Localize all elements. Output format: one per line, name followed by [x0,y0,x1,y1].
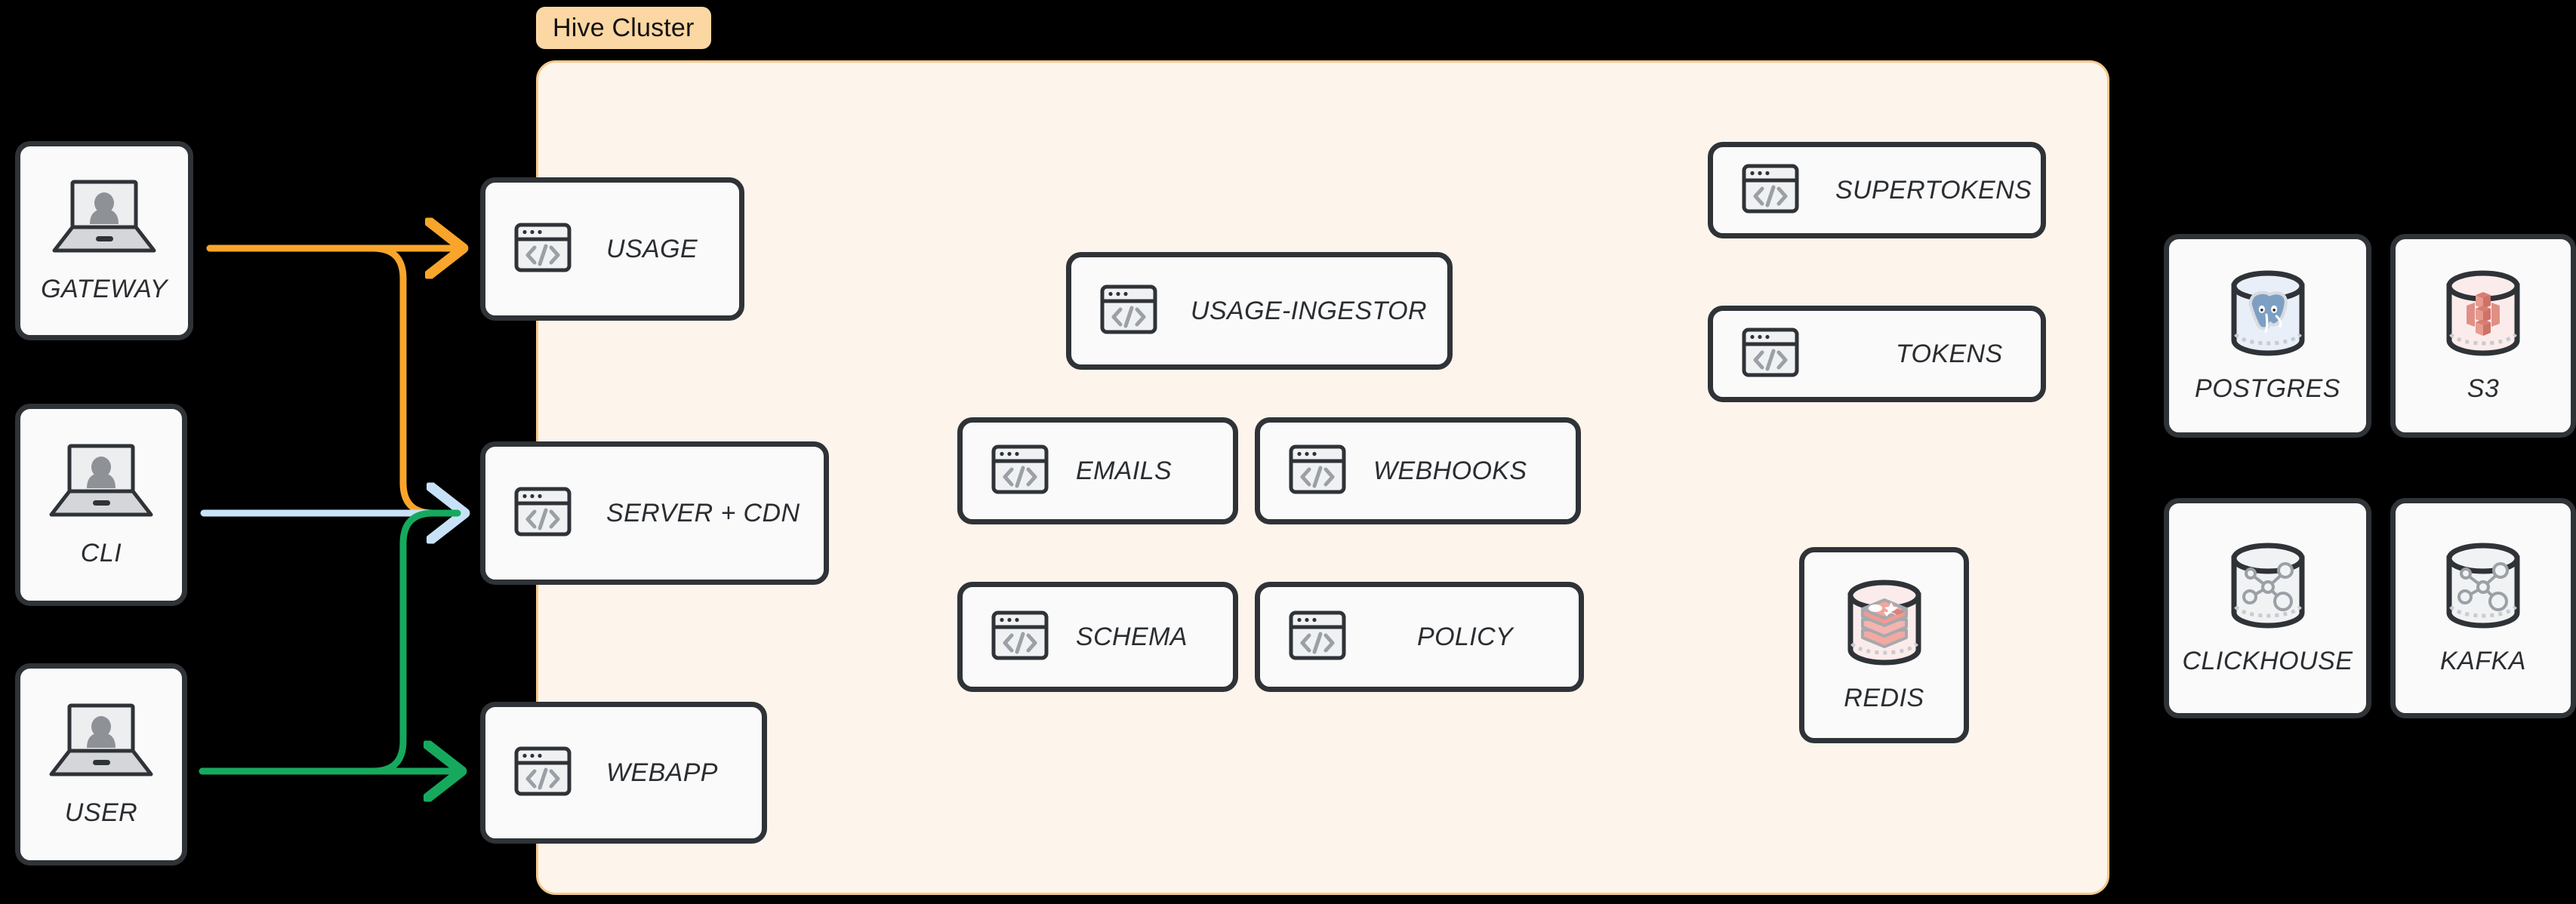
service-label: SUPERTOKENS [1835,175,2032,204]
service-label: TOKENS [1896,339,2003,368]
service-node-webhooks[interactable]: WEBHOOKS [1255,417,1581,524]
postgres-db-icon [2223,268,2313,362]
store-node-postgres[interactable]: POSTGRES [2164,234,2371,438]
code-window-icon [1713,164,1805,217]
service-node-policy[interactable]: POLICY [1255,582,1584,692]
code-window-icon [963,444,1055,498]
service-label: USAGE-INGESTOR [1191,296,1427,325]
client-node-user[interactable]: USER [15,663,187,866]
service-node-emails[interactable]: EMAILS [957,417,1238,524]
service-label: SCHEMA [1076,622,1188,651]
code-window-icon [485,746,578,800]
generic-db-icon [2439,540,2528,635]
laptop-user-icon [45,441,158,527]
code-window-icon [485,223,578,276]
service-label: USAGE [606,234,698,263]
laptop-user-icon [48,177,161,263]
code-window-icon [485,487,578,540]
code-window-icon [1260,444,1352,498]
store-label: REDIS [1844,684,1924,712]
s3-db-icon [2439,268,2528,362]
edge-user-server-cdn [199,509,461,775]
laptop-user-icon [45,701,158,786]
store-label: S3 [2467,374,2500,403]
store-node-s3[interactable]: S3 [2390,234,2576,438]
store-label: CLICKHOUSE [2182,647,2353,675]
service-node-tokens[interactable]: TOKENS [1708,306,2046,402]
service-node-webapp[interactable]: WEBAPP [480,702,767,844]
code-window-icon [1071,284,1163,338]
store-node-redis[interactable]: REDIS [1799,547,1969,743]
edge-gateway-server-cdn [206,244,463,517]
service-node-server-cdn[interactable]: SERVER + CDN [480,441,829,585]
redis-db-icon [1840,577,1929,672]
service-node-supertokens[interactable]: SUPERTOKENS [1708,142,2046,238]
client-node-gateway[interactable]: GATEWAY [15,141,193,340]
service-label: WEBAPP [606,758,718,787]
store-label: POSTGRES [2195,374,2340,403]
store-node-kafka[interactable]: KAFKA [2390,498,2576,718]
service-node-schema[interactable]: SCHEMA [957,582,1238,692]
hive-cluster-label: Hive Cluster [536,7,711,49]
client-label: USER [64,798,138,827]
code-window-icon [1260,610,1352,664]
code-window-icon [1713,327,1805,381]
store-label: KAFKA [2440,647,2526,675]
service-label: WEBHOOKS [1373,456,1527,485]
service-label: POLICY [1417,622,1514,651]
store-node-clickhouse[interactable]: CLICKHOUSE [2164,498,2371,718]
service-label: EMAILS [1076,456,1172,485]
service-label: SERVER + CDN [606,498,800,527]
client-label: CLI [80,539,122,567]
generic-db-icon [2223,540,2313,635]
client-node-cli[interactable]: CLI [15,404,187,606]
service-node-usage[interactable]: USAGE [480,177,744,321]
service-node-usage-ingestor[interactable]: USAGE-INGESTOR [1066,252,1453,370]
code-window-icon [963,610,1055,664]
client-label: GATEWAY [41,275,168,303]
